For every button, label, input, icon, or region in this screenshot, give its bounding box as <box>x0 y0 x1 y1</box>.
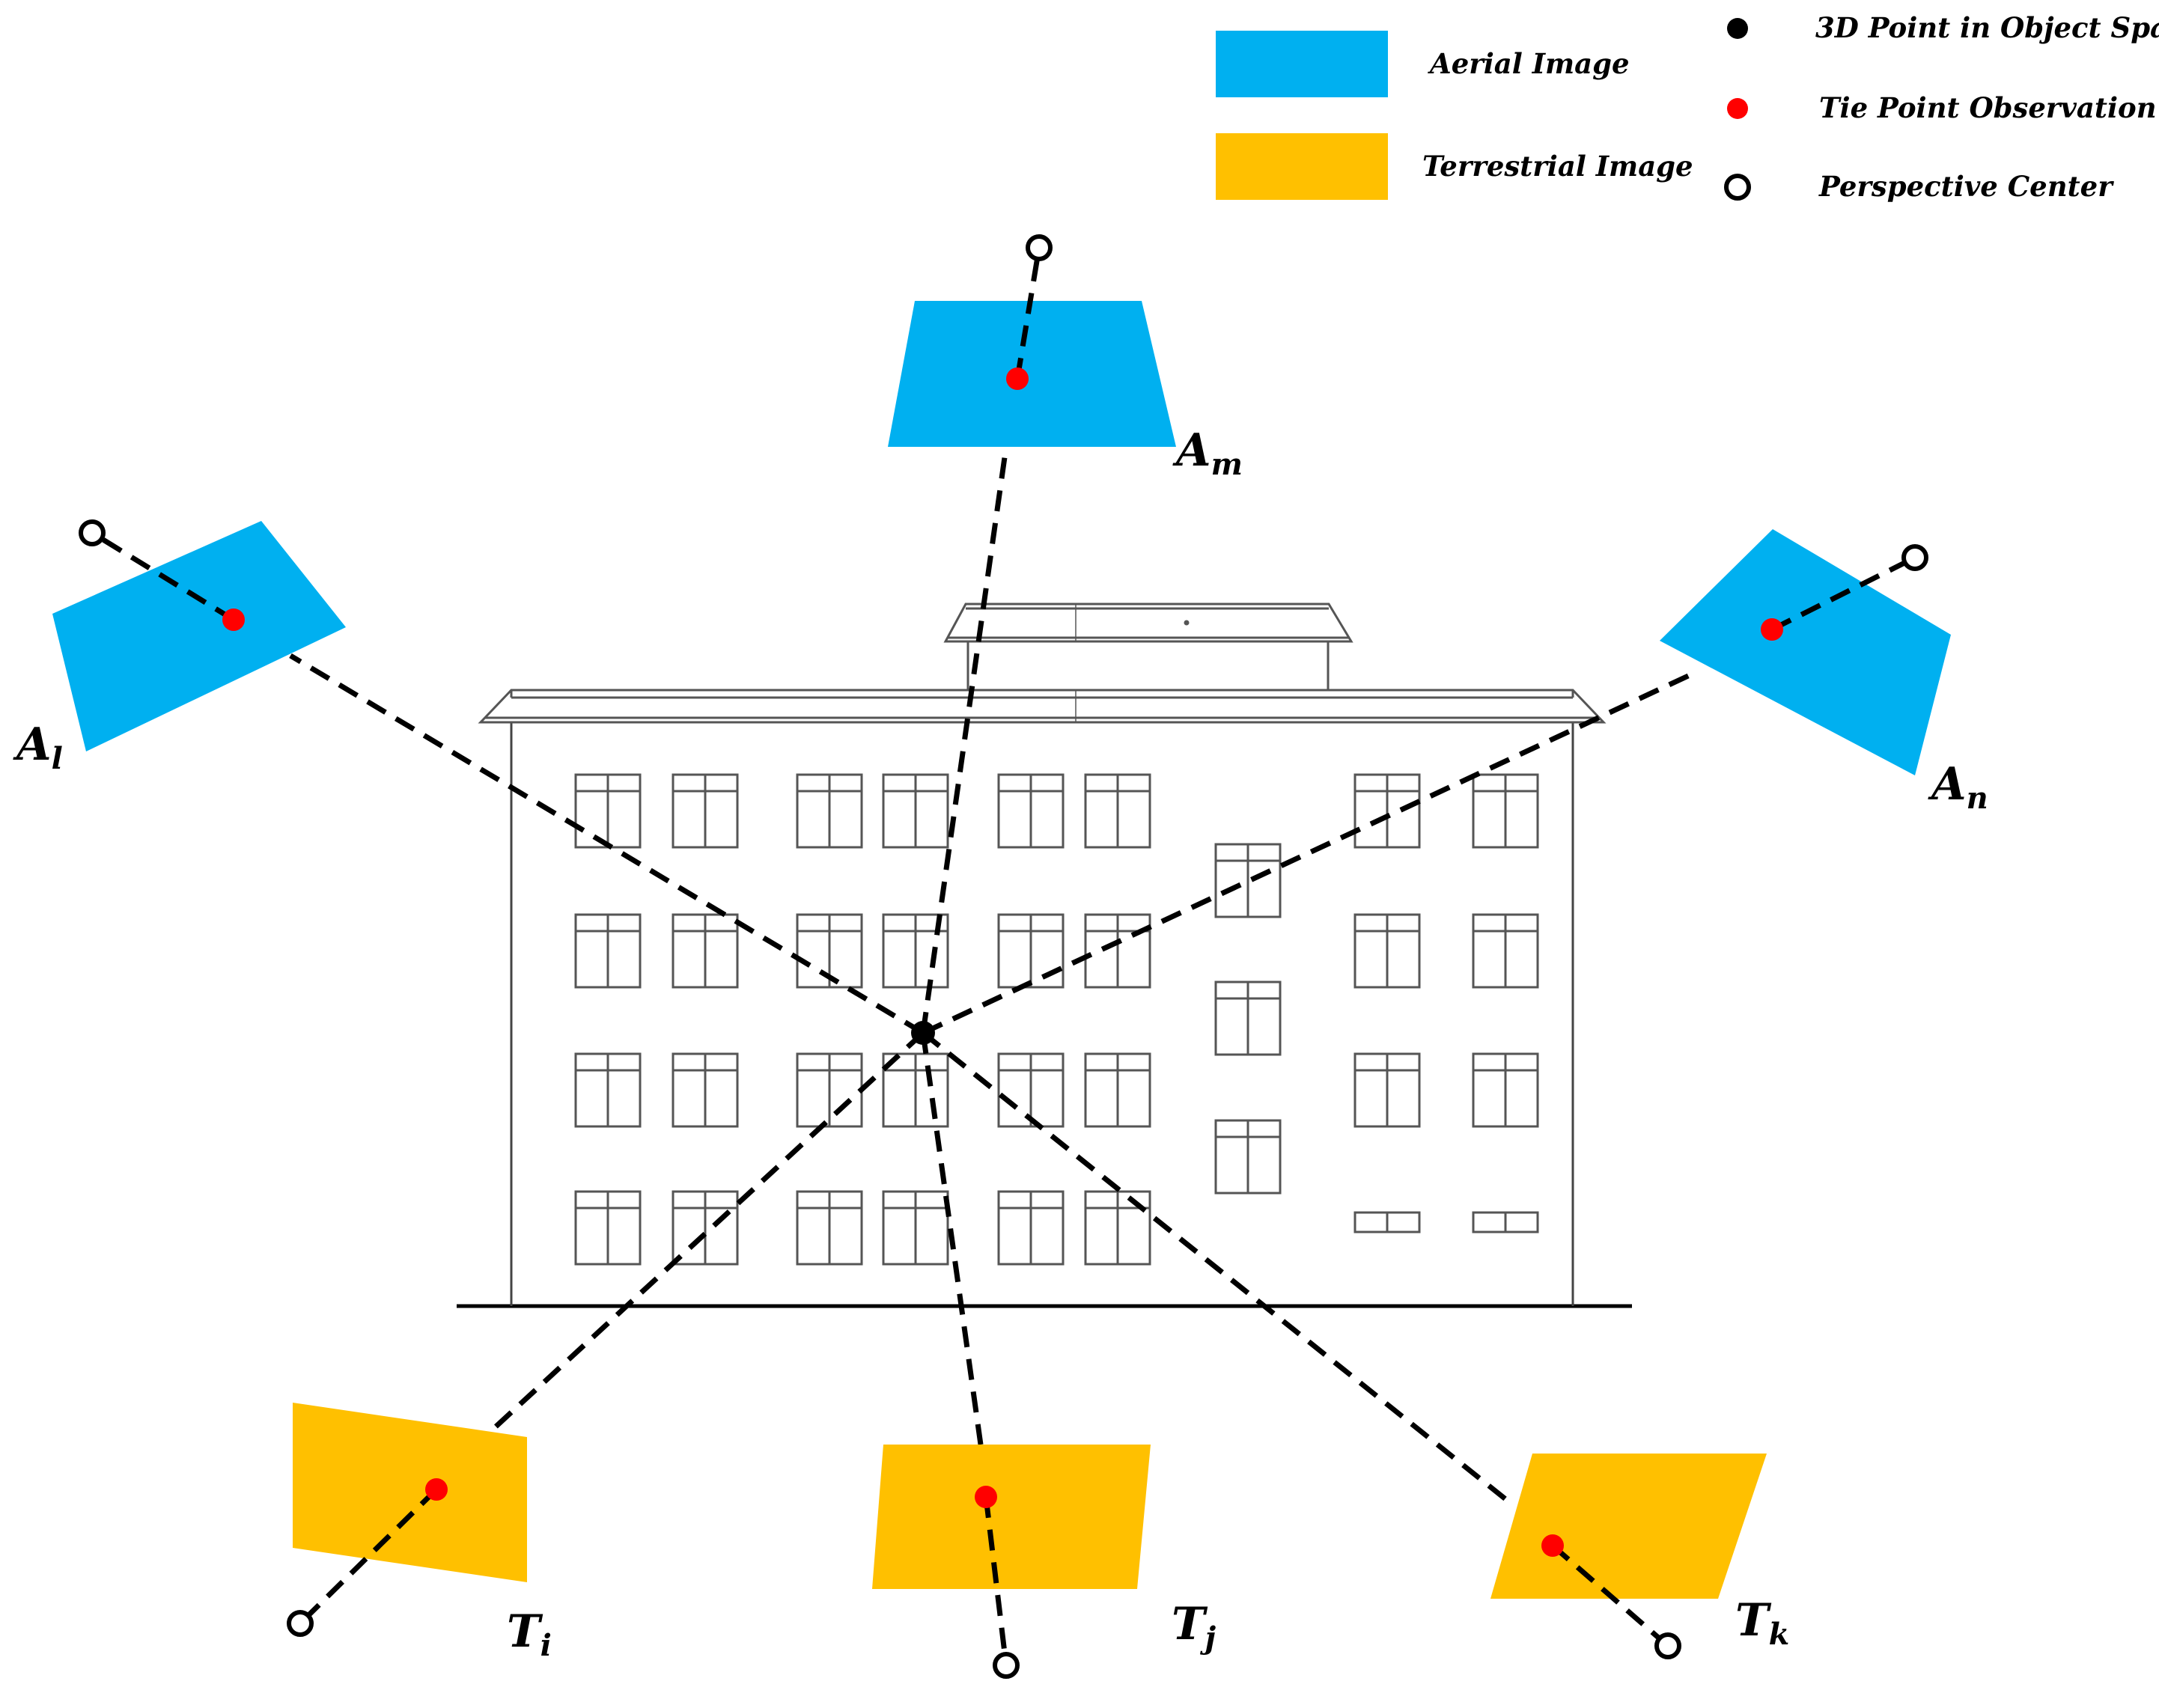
ray-segment-tk <box>1550 1543 1670 1648</box>
legend-tie-point-label: Tie Point Observation <box>1819 91 2157 124</box>
window <box>1353 913 1421 989</box>
tie-point-am <box>1006 367 1029 390</box>
label-tk: Tk <box>1735 1594 1789 1652</box>
perspective-center-an <box>1901 544 1928 571</box>
window <box>882 773 949 849</box>
window <box>672 1052 739 1128</box>
window <box>1084 1190 1151 1266</box>
legend-tie-point-icon <box>1727 98 1748 119</box>
label-tj: Tj <box>1172 1598 1216 1656</box>
points <box>79 234 1928 1679</box>
terrestrial-image-tj <box>872 1445 1151 1589</box>
tie-point-tk <box>1541 1534 1564 1557</box>
window <box>882 1190 949 1266</box>
perspective-center-tk <box>1654 1632 1681 1659</box>
window <box>1214 843 1282 918</box>
window <box>1472 1052 1539 1128</box>
ray-al <box>289 653 925 1036</box>
window <box>1472 773 1539 849</box>
window <box>574 913 642 989</box>
perspective-center-am <box>1026 234 1053 261</box>
tie-point-tj <box>975 1486 997 1508</box>
perspective-center-al <box>79 519 106 546</box>
legend-object-point-icon <box>1727 18 1748 39</box>
ray-segment-tj <box>983 1496 1009 1666</box>
ray-ti <box>490 1031 925 1432</box>
penthouse <box>943 603 1353 722</box>
window <box>1353 773 1421 849</box>
legend-terrestrial-swatch <box>1216 133 1388 200</box>
legend-perspective-label: Perspective Center <box>1818 170 2114 203</box>
label-an: An <box>1928 758 1988 816</box>
label-am: Am <box>1172 424 1243 482</box>
perspective-center-tj <box>993 1652 1020 1679</box>
window <box>574 773 642 849</box>
window <box>882 1052 949 1128</box>
terrestrial-image-tk <box>1490 1454 1767 1599</box>
aerial-image-al <box>52 521 346 751</box>
window <box>672 913 739 989</box>
label-al: Al <box>13 719 63 776</box>
window <box>796 1052 863 1128</box>
window <box>1084 1052 1151 1128</box>
legend-perspective-icon <box>1724 174 1751 201</box>
ray-am <box>920 446 1009 1034</box>
tie-point-al <box>222 609 245 631</box>
legend-aerial-swatch <box>1216 31 1388 97</box>
terrestrial-image-ti <box>293 1403 527 1582</box>
window <box>796 773 863 849</box>
aerial-image-am <box>888 301 1176 447</box>
legend-terrestrial-label: Terrestrial Image <box>1422 150 1693 183</box>
ray-tj <box>920 1032 984 1445</box>
tie-point-an <box>1761 618 1783 641</box>
ray-an <box>922 668 1699 1036</box>
window <box>574 1052 642 1128</box>
ray-tk <box>921 1031 1514 1507</box>
tie-point-ti <box>425 1478 448 1501</box>
main-roof <box>478 689 1607 724</box>
window <box>672 1190 739 1266</box>
window-small <box>1353 1211 1421 1233</box>
image-labels: Am Al An Ti Tj Tk <box>13 424 1988 1663</box>
window <box>1214 1119 1282 1195</box>
building <box>457 603 1632 1308</box>
windows <box>574 773 1539 1266</box>
window <box>997 913 1065 989</box>
window <box>1353 1052 1421 1128</box>
aerial-image-an <box>1660 529 1951 775</box>
window <box>574 1190 642 1266</box>
window <box>1084 913 1151 989</box>
perspective-center-ti <box>287 1610 314 1637</box>
window <box>1084 773 1151 849</box>
window <box>796 1190 863 1266</box>
legend: Aerial Image Terrestrial Image 3D Point … <box>1216 11 2159 203</box>
window <box>1214 980 1282 1056</box>
legend-aerial-label: Aerial Image <box>1428 47 1630 80</box>
window-small <box>1472 1211 1539 1233</box>
window <box>997 773 1065 849</box>
window <box>997 1052 1065 1128</box>
rays <box>289 446 1699 1507</box>
window <box>672 773 739 849</box>
label-ti: Ti <box>507 1605 552 1663</box>
legend-object-point-label: 3D Point in Object Space <box>1815 11 2159 44</box>
ray-segment-al <box>91 531 235 622</box>
ray-segment-am <box>1014 247 1042 379</box>
object-point <box>911 1021 935 1045</box>
ray-segment-an <box>1770 555 1916 632</box>
image-planes <box>52 301 1951 1599</box>
window <box>1472 913 1539 989</box>
window <box>997 1190 1065 1266</box>
